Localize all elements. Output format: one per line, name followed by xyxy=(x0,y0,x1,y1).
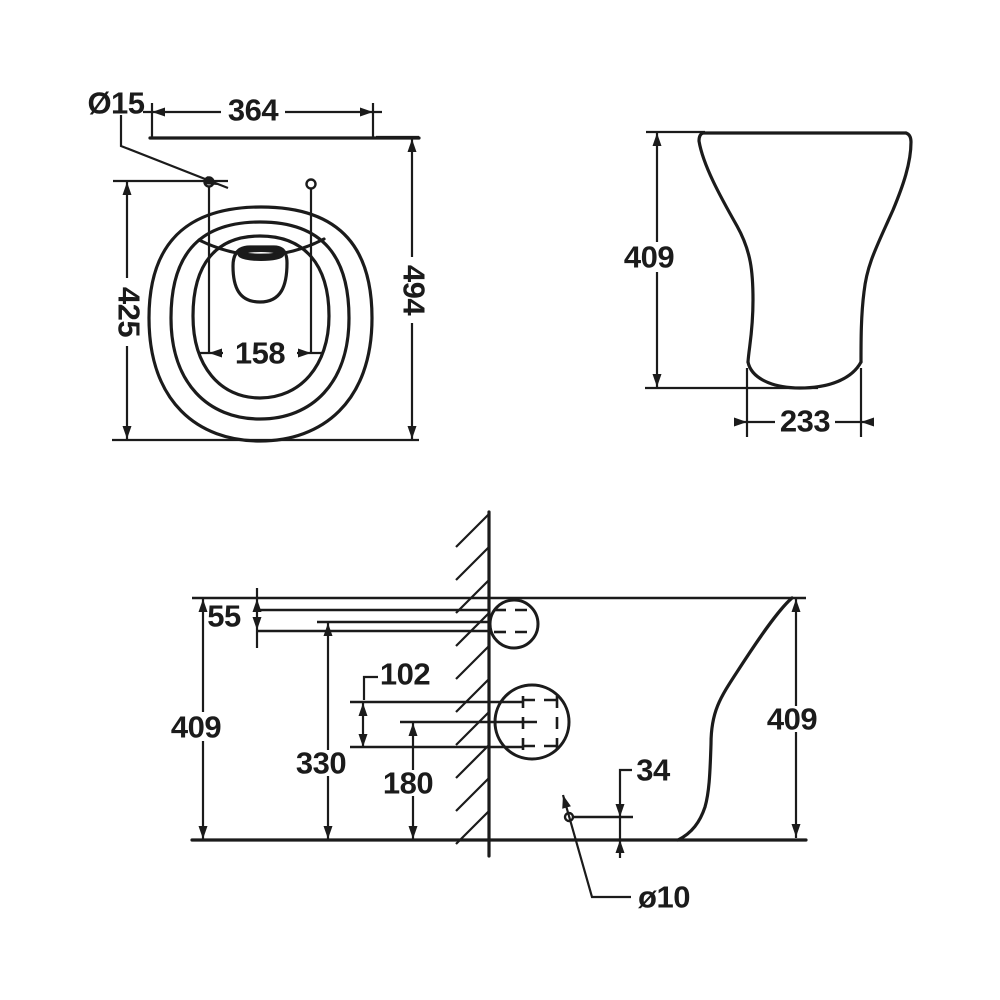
arrowhead xyxy=(791,824,801,837)
pan-outer-rim xyxy=(147,205,374,443)
arrowhead xyxy=(358,734,368,747)
wall-hatching xyxy=(455,513,490,845)
dim-outlet-height: 180 xyxy=(383,722,434,840)
front-view: 409 233 xyxy=(624,130,913,439)
leader-bracket xyxy=(362,675,378,700)
arrowhead xyxy=(407,139,417,152)
arrowhead xyxy=(615,804,625,817)
pan-left-profile xyxy=(697,131,755,364)
arrowhead xyxy=(615,840,625,853)
leader-line xyxy=(561,794,631,899)
dim-label-425: 425 xyxy=(112,287,147,337)
dim-label-409-right: 409 xyxy=(767,702,817,737)
inlet-detail-circle xyxy=(488,598,540,650)
extension-lines xyxy=(150,103,375,139)
outlet-hidden-square xyxy=(521,696,559,751)
extension-lines xyxy=(745,368,863,437)
arrowhead xyxy=(122,426,132,439)
pan-side-profile xyxy=(676,596,794,842)
dim-inlet-drop: 55 xyxy=(207,588,262,648)
arrowhead xyxy=(252,617,262,630)
dim-overall-depth: 494 xyxy=(112,135,432,442)
dim-label-34: 34 xyxy=(636,753,671,788)
dim-front-height: 409 xyxy=(624,130,818,390)
dim-label-180: 180 xyxy=(383,766,433,801)
dim-label-dia15: Ø15 xyxy=(87,86,144,121)
dim-label-409-left: 409 xyxy=(171,710,221,745)
dim-label-364: 364 xyxy=(228,93,279,128)
hinge-hole-right xyxy=(305,178,317,190)
dim-label-330: 330 xyxy=(296,746,346,781)
installation-view: 55 409 330 102 180 xyxy=(171,510,818,915)
dim-inlet-height: 330 xyxy=(296,622,347,840)
dimension-line xyxy=(618,768,632,858)
dim-label-dia10: ø10 xyxy=(638,880,690,915)
arrowhead xyxy=(408,826,418,839)
dim-height-right: 409 xyxy=(767,598,818,838)
dim-base-width: 233 xyxy=(734,368,874,439)
dim-label-102: 102 xyxy=(380,657,430,692)
arrowhead xyxy=(558,793,571,809)
arrowhead xyxy=(252,599,262,612)
dim-label-494: 494 xyxy=(397,265,432,316)
arrowhead xyxy=(152,107,165,117)
arrowhead xyxy=(652,374,662,387)
arrowhead xyxy=(734,417,747,427)
seat-outer-edge xyxy=(169,220,351,421)
callout-hinge-hole-diameter: Ø15 xyxy=(87,86,229,190)
arrowhead xyxy=(209,348,222,358)
arrowhead xyxy=(360,107,373,117)
dim-height-left: 409 xyxy=(171,598,222,840)
seat-inner-edge xyxy=(191,234,331,400)
dim-label-409-front: 409 xyxy=(624,240,674,275)
arrowhead xyxy=(358,703,368,716)
callout-fixing-hole-diameter: ø10 xyxy=(558,793,690,915)
arrowhead xyxy=(408,723,418,736)
pan-base-curve xyxy=(746,360,863,390)
arrowhead xyxy=(323,826,333,839)
dim-label-158: 158 xyxy=(235,336,285,371)
arrowhead xyxy=(298,348,311,358)
pan-right-profile xyxy=(859,131,913,364)
leader-line xyxy=(119,115,229,190)
arrowhead xyxy=(791,599,801,612)
arrowhead xyxy=(861,417,874,427)
arrowhead xyxy=(407,426,417,439)
arrowhead xyxy=(198,826,208,839)
plan-view: 364 494 425 158 xyxy=(87,86,432,443)
dim-label-233: 233 xyxy=(780,404,830,439)
dim-hinge-spacing: 158 xyxy=(200,336,323,371)
bowl-sump xyxy=(231,245,289,304)
dim-fixing-hole-height: 34 xyxy=(615,753,671,858)
arrowhead xyxy=(323,623,333,636)
dim-label-55: 55 xyxy=(207,599,241,634)
dim-overall-width: 364 xyxy=(143,93,382,139)
arrowhead xyxy=(652,133,662,146)
arrowhead xyxy=(122,182,132,195)
arrowhead xyxy=(198,599,208,612)
flush-outlet xyxy=(237,247,285,261)
dim-inlet-pair-spacing: 102 xyxy=(358,657,431,748)
